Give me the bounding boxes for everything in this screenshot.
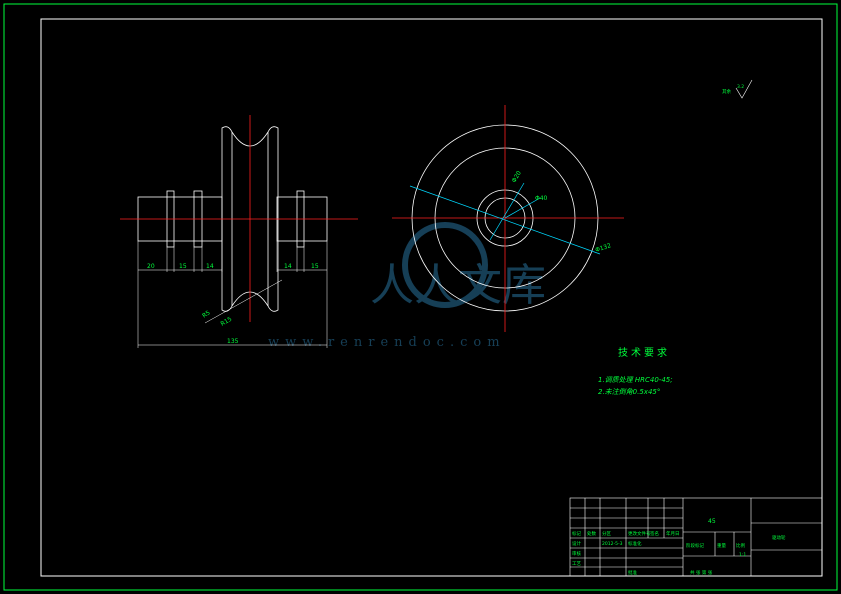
tb-part-name: 驱动轮 (772, 534, 786, 541)
tb-material: 45 (708, 518, 716, 525)
watermark-url: www.renrendoc.com (268, 335, 506, 350)
tb-jieduan: 阶段标记 (686, 542, 704, 549)
dim-front-phi40: Φ40 (535, 195, 548, 202)
inner-frame (40, 18, 823, 577)
dim-side-r5: R5 (201, 309, 212, 319)
tb-fenqu: 分区 (602, 530, 611, 537)
tb-gongyi: 工艺 (572, 561, 581, 567)
tech-req-note-1: 1.调质处理 HRC40-45; (598, 376, 673, 384)
tech-req-title: 技术要求 (618, 346, 670, 359)
watermark-logo-icon (402, 222, 488, 308)
side-dims (137, 241, 328, 348)
outer-frame (3, 3, 838, 591)
dim-side-15a: 15 (179, 263, 187, 270)
tb-biaozhunhua: 标准化 (628, 540, 642, 547)
front-dim-leaders (409, 182, 601, 255)
tb-qianming: 签名 (650, 530, 659, 537)
tb-gengai: 更改文件号 (628, 530, 651, 537)
dim-side-20: 20 (147, 263, 155, 270)
tb-gongzhang: 共 张 第 张 (690, 569, 713, 576)
watermark: 人人文库 www.renrendoc.com (268, 222, 546, 350)
tb-chushu: 处数 (587, 530, 596, 537)
tb-biaoji: 标记 (572, 530, 581, 537)
tb-zhongliang: 重量 (717, 542, 726, 549)
dim-side-r15: R15 (220, 316, 234, 328)
tech-req-note-2: 2.未注倒角0.5x45° (598, 388, 660, 396)
dim-side-14a: 14 (206, 263, 214, 270)
tb-sheji: 设计 (572, 540, 581, 547)
tb-date: 2012-5-3 (602, 541, 623, 547)
dim-front-phi132: Φ132 (594, 242, 612, 254)
roughness-icon (735, 79, 753, 99)
roughness-prefix: 其余 (722, 88, 731, 95)
dim-side-overall: 135 (227, 338, 239, 345)
tb-nianyue: 年月日 (666, 530, 680, 537)
tb-scale: 1:1 (739, 552, 746, 558)
roughness-value: 3.2 (737, 84, 744, 90)
roughness-symbol: 其余 3.2 (722, 79, 753, 99)
watermark-logo-text: 人人文库 (370, 260, 546, 311)
dim-side-15b: 15 (311, 263, 319, 270)
dim-front-phi20: Φ20 (511, 170, 523, 184)
title-block (569, 497, 823, 577)
tb-shenhe: 审核 (572, 550, 581, 557)
tb-pizhun: 批准 (628, 569, 637, 576)
dim-side-14b: 14 (284, 263, 292, 270)
tb-bili: 比例 (736, 542, 745, 549)
